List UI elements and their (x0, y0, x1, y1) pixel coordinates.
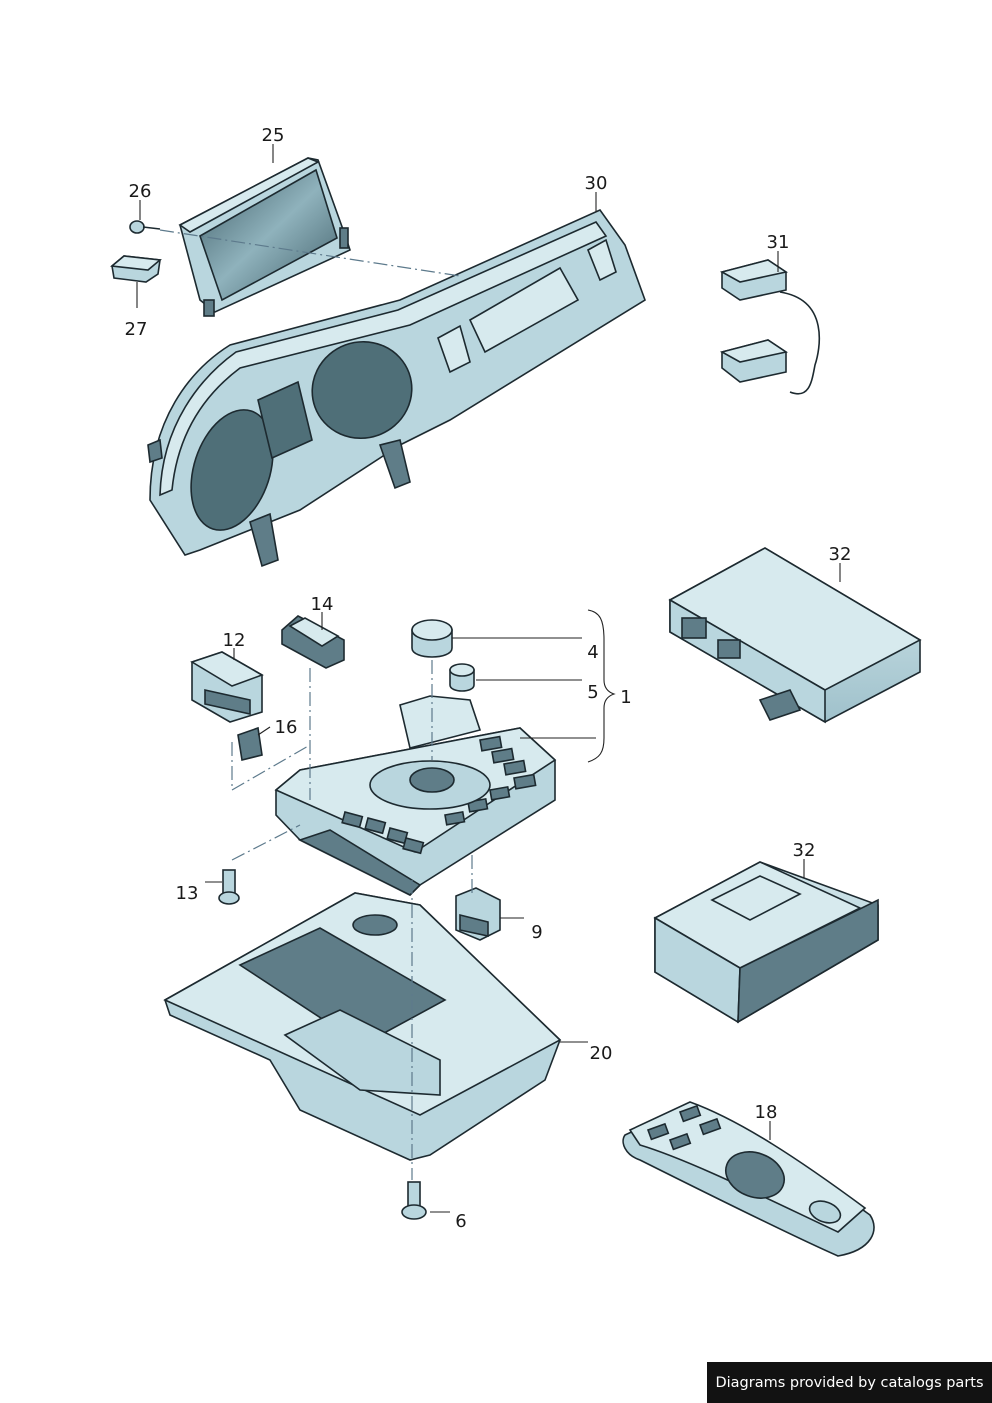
part-30-instrument-panel-trim (147, 209, 646, 568)
part-27-connector (110, 255, 162, 283)
callout-14: 14 (311, 594, 334, 615)
part-13-screw (218, 869, 240, 905)
credit-banner: Diagrams provided by catalogs parts (707, 1362, 992, 1403)
callout-6: 6 (455, 1211, 466, 1232)
part-25-display-unit (178, 157, 351, 317)
callout-5: 5 (587, 682, 598, 703)
part-12-switch (190, 651, 264, 723)
callout-labels: 25 26 27 30 31 32 14 12 4 5 1 16 32 13 9… (125, 125, 852, 1232)
assembly-axis-lines (159, 229, 473, 1180)
part-6-screw (401, 1181, 427, 1220)
part-18-remote-control (622, 1101, 875, 1257)
callout-18: 18 (755, 1102, 778, 1123)
callout-13: 13 (176, 883, 199, 904)
part-26-screw (129, 220, 161, 234)
callout-30: 30 (585, 173, 608, 194)
callout-9: 9 (531, 922, 542, 943)
callout-27: 27 (125, 319, 148, 340)
callout-32-lower: 32 (793, 840, 816, 861)
callout-16: 16 (275, 717, 298, 738)
callout-31: 31 (767, 232, 790, 253)
part-4-rotary-knob (411, 619, 453, 658)
callout-12: 12 (223, 630, 246, 651)
callout-26: 26 (129, 181, 152, 202)
part-32-control-unit-upper (668, 547, 922, 724)
callout-32-upper: 32 (829, 544, 852, 565)
callout-4: 4 (587, 642, 598, 663)
callout-1: 1 (620, 687, 631, 708)
part-5-small-knob (449, 663, 475, 692)
part-14-switch (281, 615, 345, 669)
part-1-control-panel (274, 695, 557, 896)
part-20-console-frame (163, 892, 562, 1161)
callout-20: 20 (590, 1043, 613, 1064)
part-16-clip (237, 726, 263, 761)
leader-lines (136, 144, 841, 1213)
callout-25: 25 (262, 125, 285, 146)
part-9-bracket (455, 887, 501, 941)
part-32-radio-unit-lower (653, 861, 879, 1024)
part-31-cable-adapter (719, 259, 821, 395)
